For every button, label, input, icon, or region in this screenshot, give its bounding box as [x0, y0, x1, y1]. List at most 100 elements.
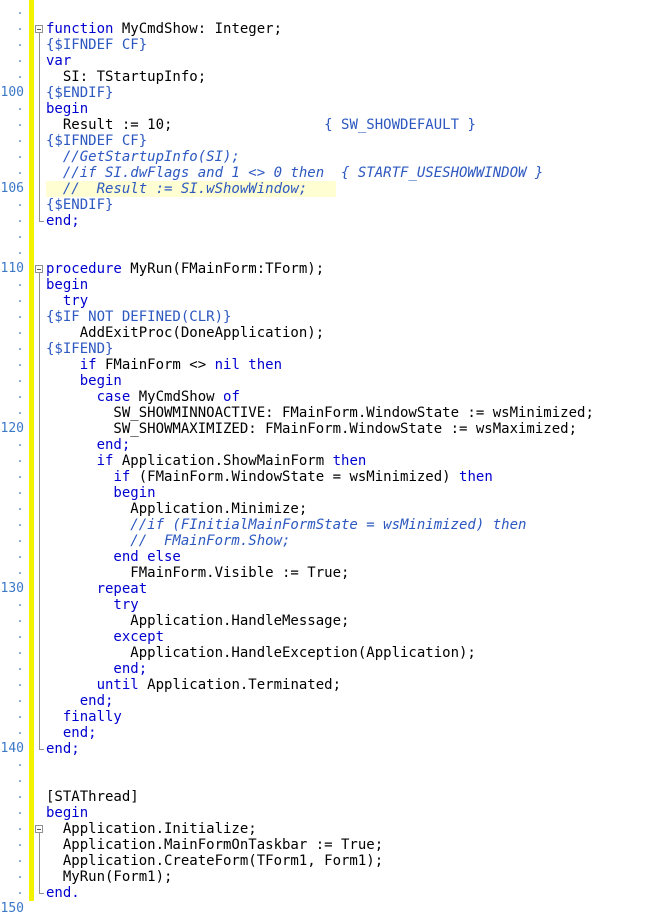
code-line[interactable]: begin: [0, 485, 656, 501]
code-token: [46, 677, 97, 693]
code-line[interactable]: Application.HandleMessage;: [0, 613, 656, 629]
code-line[interactable]: end;: [0, 213, 656, 229]
code-line[interactable]: try: [0, 597, 656, 613]
code-line[interactable]: end.: [0, 885, 656, 901]
code-line[interactable]: 130 repeat: [0, 581, 656, 597]
code-line[interactable]: 106 // Result := SI.wShowWindow;: [0, 181, 656, 197]
code-text: {$IF NOT DEFINED(CLR)}: [46, 309, 231, 325]
line-marker-dot: [19, 476, 21, 478]
line-marker-dot: [19, 108, 21, 110]
line-marker-dot: [19, 668, 21, 670]
code-token: nil then: [214, 357, 283, 373]
code-line[interactable]: end else: [0, 549, 656, 565]
code-line[interactable]: FMainForm.Visible := True;: [0, 565, 656, 581]
code-line[interactable]: end;: [0, 725, 656, 741]
code-token: begin: [46, 277, 89, 293]
code-line[interactable]: Result := 10; { SW_SHOWDEFAULT }: [0, 117, 656, 133]
code-line[interactable]: function MyCmdShow: Integer;: [0, 21, 656, 37]
code-token: begin: [46, 101, 89, 117]
line-marker-dot: [19, 636, 21, 638]
code-token: AddExitProc(DoneApplication);: [46, 325, 325, 341]
code-line[interactable]: [STAThread]: [0, 789, 656, 805]
code-line[interactable]: var: [0, 53, 656, 69]
code-line[interactable]: {$IF NOT DEFINED(CLR)}: [0, 309, 656, 325]
code-token: [46, 469, 113, 485]
code-text: Result := 10; { SW_SHOWDEFAULT }: [46, 117, 476, 133]
line-number: 110: [0, 261, 24, 276]
code-line[interactable]: SW_SHOWMINNOACTIVE: FMainForm.WindowStat…: [0, 405, 656, 421]
code-line[interactable]: MyRun(Form1);: [0, 869, 656, 885]
code-token: (FMainForm.WindowState = wsMinimized): [130, 469, 460, 485]
code-text: try: [46, 597, 138, 613]
code-line[interactable]: end;: [0, 661, 656, 677]
code-line[interactable]: begin: [0, 277, 656, 293]
code-line[interactable]: [0, 773, 656, 789]
line-marker-dot: [19, 156, 21, 158]
code-line[interactable]: //if (FInitialMainFormState = wsMinimize…: [0, 517, 656, 533]
code-line[interactable]: //GetStartupInfo(SI);: [0, 149, 656, 165]
fold-toggle-icon[interactable]: [35, 265, 43, 273]
code-token: var: [46, 53, 72, 69]
code-line[interactable]: try: [0, 293, 656, 309]
line-marker-dot: [19, 700, 21, 702]
code-token: end;: [46, 213, 80, 229]
code-line[interactable]: case MyCmdShow of: [0, 389, 656, 405]
line-marker-dot: [19, 860, 21, 862]
code-line[interactable]: end;: [0, 437, 656, 453]
code-line[interactable]: if (FMainForm.WindowState = wsMinimized)…: [0, 469, 656, 485]
code-line[interactable]: [0, 5, 656, 21]
code-line[interactable]: end;: [0, 693, 656, 709]
code-line[interactable]: [0, 245, 656, 261]
code-line[interactable]: {$ENDIF}: [0, 197, 656, 213]
code-line[interactable]: 120 SW_SHOWMAXIMIZED: FMainForm.WindowSt…: [0, 421, 656, 437]
line-marker-dot: [19, 572, 21, 574]
code-text: {$ENDIF}: [46, 197, 113, 213]
code-line[interactable]: 150: [0, 901, 656, 917]
code-line[interactable]: Application.MainFormOnTaskbar := True;: [0, 837, 656, 853]
code-line[interactable]: {$IFEND}: [0, 341, 656, 357]
code-line[interactable]: begin: [0, 805, 656, 821]
line-marker-dot: [19, 892, 21, 894]
line-marker-dot: [19, 764, 21, 766]
code-line[interactable]: Application.Initialize;: [0, 821, 656, 837]
code-line[interactable]: Application.Minimize;: [0, 501, 656, 517]
code-line[interactable]: [0, 757, 656, 773]
code-line[interactable]: //if SI.dwFlags and 1 <> 0 then { STARTF…: [0, 165, 656, 181]
code-line[interactable]: [0, 229, 656, 245]
code-token: Application.HandleMessage;: [46, 613, 350, 629]
code-line[interactable]: begin: [0, 101, 656, 117]
code-line[interactable]: {$IFNDEF CF}: [0, 133, 656, 149]
code-token: Application.Initialize;: [46, 821, 257, 837]
code-line[interactable]: begin: [0, 373, 656, 389]
line-marker-dot: [19, 12, 21, 14]
code-text: Application.MainFormOnTaskbar := True;: [46, 837, 383, 853]
code-token: // Result := SI.wShowWindow;: [46, 181, 308, 197]
code-token: end;: [46, 693, 114, 709]
fold-toggle-icon[interactable]: [35, 825, 43, 833]
line-marker-dot: [19, 332, 21, 334]
code-line[interactable]: until Application.Terminated;: [0, 677, 656, 693]
code-line[interactable]: AddExitProc(DoneApplication);: [0, 325, 656, 341]
line-marker-dot: [19, 828, 21, 830]
code-token: MyRun(FMainForm:TForm);: [121, 261, 325, 277]
line-number: 120: [0, 421, 24, 436]
line-marker-dot: [19, 444, 21, 446]
change-bar: [29, 0, 34, 901]
fold-guide: [39, 273, 40, 749]
line-marker-dot: [19, 284, 21, 286]
code-line[interactable]: 100{$ENDIF}: [0, 85, 656, 101]
code-line[interactable]: Application.CreateForm(TForm1, Form1);: [0, 853, 656, 869]
code-line[interactable]: if FMainForm <> nil then: [0, 357, 656, 373]
code-line[interactable]: {$IFNDEF CF}: [0, 37, 656, 53]
code-line[interactable]: except: [0, 629, 656, 645]
code-line[interactable]: if Application.ShowMainForm then: [0, 453, 656, 469]
code-line[interactable]: // FMainForm.Show;: [0, 533, 656, 549]
code-line[interactable]: SI: TStartupInfo;: [0, 69, 656, 85]
code-text: finally: [46, 709, 122, 725]
fold-toggle-icon[interactable]: [35, 25, 43, 33]
code-line[interactable]: Application.HandleException(Application)…: [0, 645, 656, 661]
code-line[interactable]: finally: [0, 709, 656, 725]
